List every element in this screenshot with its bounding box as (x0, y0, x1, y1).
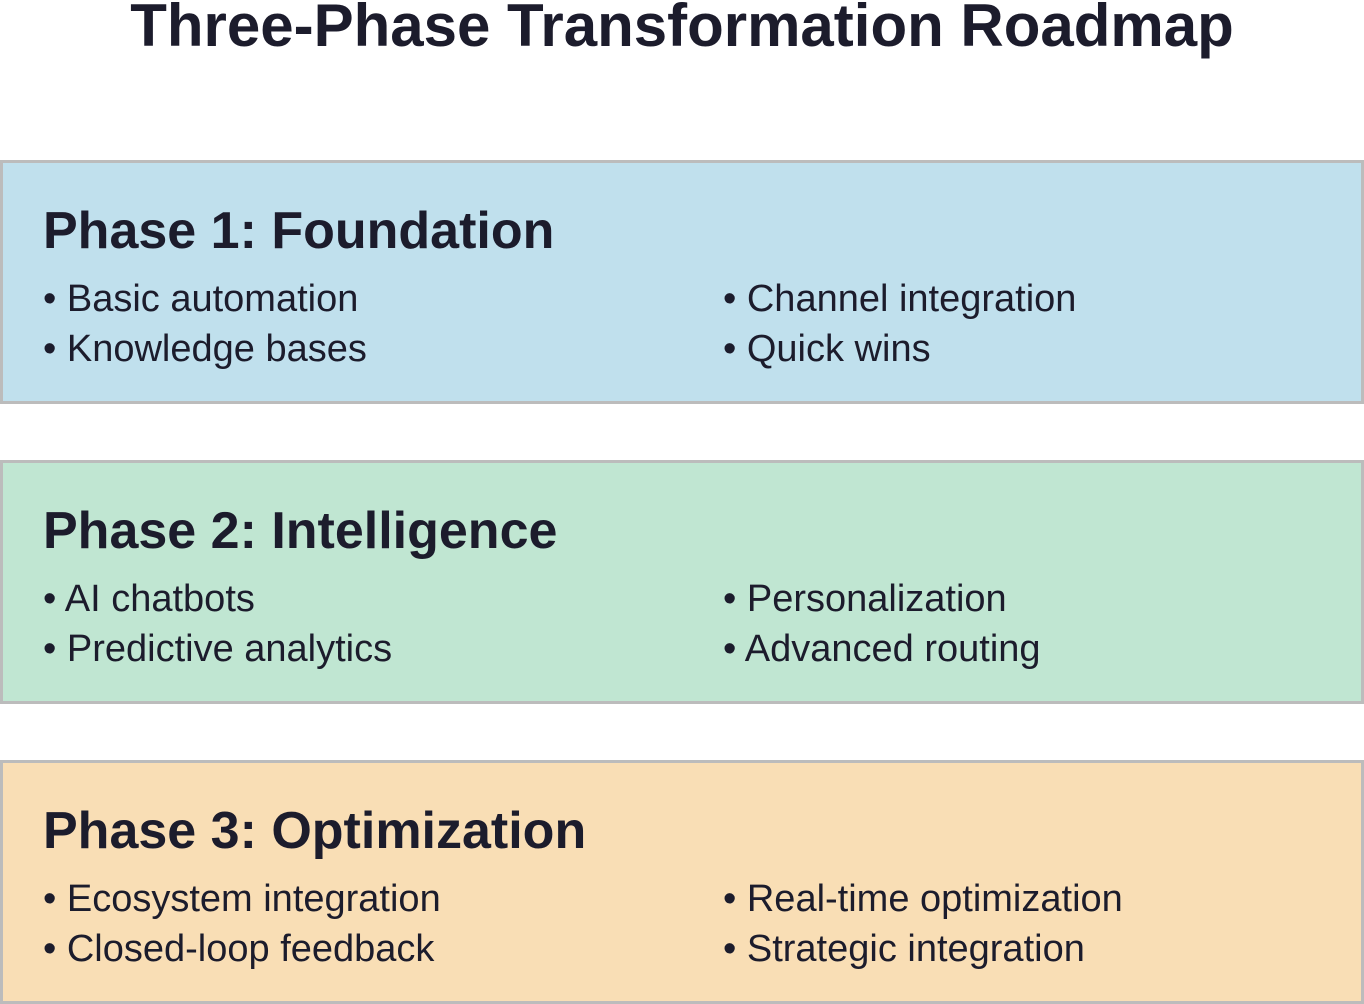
phase-1-item: • Basic automation (43, 278, 359, 320)
phase-3-item: • Real-time optimization (723, 878, 1123, 920)
phase-1-item: • Quick wins (723, 328, 931, 370)
phase-1-items: • Basic automation • Knowledge bases • C… (43, 274, 1323, 374)
diagram-title: Three-Phase Transformation Roadmap (130, 0, 1234, 59)
phase-2-item: • Personalization (723, 578, 1007, 620)
phase-3-item: • Ecosystem integration (43, 878, 441, 920)
phase-3-items: • Ecosystem integration • Closed-loop fe… (43, 874, 1323, 974)
phase-2-items: • AI chatbots • Predictive analytics • P… (43, 574, 1323, 674)
phase-3-item: • Closed-loop feedback (43, 928, 435, 970)
phase-2-item: • AI chatbots (43, 578, 255, 620)
phase-2-item: • Predictive analytics (43, 628, 393, 670)
phase-3-box: Phase 3: Optimization • Ecosystem integr… (0, 760, 1364, 1004)
phase-1-box: Phase 1: Foundation • Basic automation •… (0, 160, 1364, 404)
phase-3-item: • Strategic integration (723, 928, 1085, 970)
phase-3-title: Phase 3: Optimization (43, 802, 587, 860)
phase-2-item: • Advanced routing (723, 628, 1041, 670)
phase-1-item: • Knowledge bases (43, 328, 367, 370)
phase-1-title: Phase 1: Foundation (43, 202, 555, 260)
phase-2-title: Phase 2: Intelligence (43, 502, 558, 560)
phase-1-item: • Channel integration (723, 278, 1077, 320)
phase-2-box: Phase 2: Intelligence • AI chatbots • Pr… (0, 460, 1364, 704)
